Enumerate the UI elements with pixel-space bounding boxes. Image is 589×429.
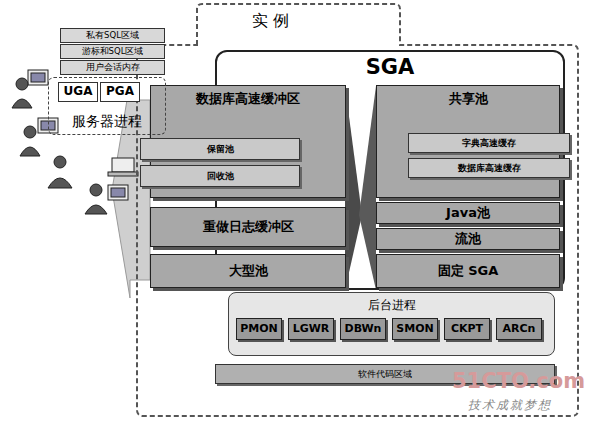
node-text: 数据库高速缓存 bbox=[458, 163, 521, 173]
node-text: ARCn bbox=[503, 323, 536, 336]
node-text: 软件代码区域 bbox=[358, 369, 412, 379]
memory-area: 私有SQL区域 bbox=[60, 28, 165, 43]
node-text: 服务器进程 bbox=[72, 113, 142, 129]
node-text: UGA bbox=[64, 85, 93, 99]
node-text: 共享池 bbox=[449, 92, 488, 107]
slogan: 技术成就梦想 bbox=[468, 397, 552, 414]
streams-pool: 流池 bbox=[376, 228, 560, 250]
shared-pool: 共享池字典高速缓存数据库高速缓存 bbox=[376, 85, 560, 198]
node-text: PMON bbox=[240, 323, 278, 336]
server-process: 服务器进程 UGA PGA bbox=[48, 77, 166, 135]
node-text: 回收池 bbox=[207, 171, 234, 181]
uga-box: UGA bbox=[58, 82, 98, 102]
node-text: Java池 bbox=[446, 206, 490, 221]
process-box: SMON bbox=[392, 318, 438, 340]
process-box: PMON bbox=[236, 318, 282, 340]
cache-box: 数据库高速缓存 bbox=[408, 158, 570, 178]
node-text: 保留池 bbox=[207, 144, 234, 154]
node-text: LGWR bbox=[293, 323, 330, 336]
watermark: 51CTO.com bbox=[452, 369, 585, 393]
node-text: 重做日志缓冲区 bbox=[203, 220, 294, 235]
node-text: SGA bbox=[366, 55, 415, 79]
process-box: DBWn bbox=[340, 318, 386, 340]
process-box: LGWR bbox=[288, 318, 334, 340]
memory-area: 游标和SQL区域 bbox=[60, 44, 165, 59]
sga-box: SGA数据库高速缓冲区保留池回收池重做日志缓冲区大型池共享池字典高速缓存数据库高… bbox=[215, 50, 565, 290]
memory-area: 用户会话内存 bbox=[60, 60, 165, 75]
node-text: 字典高速缓存 bbox=[462, 138, 516, 148]
node-text: 数据库高速缓冲区 bbox=[196, 92, 300, 107]
node-text: 后台进程 bbox=[368, 299, 416, 313]
node-text: SMON bbox=[396, 323, 433, 336]
process-box: CKPT bbox=[444, 318, 490, 340]
fixed-sga: 固定 SGA bbox=[376, 254, 560, 288]
instance-region: 实 例SGA数据库高速缓冲区保留池回收池重做日志缓冲区大型池共享池字典高速缓存数… bbox=[130, 2, 582, 420]
node-text: 私有SQL区域 bbox=[86, 31, 139, 41]
buffer-cache: 数据库高速缓冲区保留池回收池 bbox=[150, 85, 346, 198]
cache-box: 字典高速缓存 bbox=[408, 133, 570, 153]
pga-box: PGA bbox=[100, 82, 140, 102]
node-text: CKPT bbox=[451, 323, 483, 336]
java-pool: Java池 bbox=[376, 202, 560, 224]
large-pool: 大型池 bbox=[150, 254, 346, 288]
node-text: 固定 SGA bbox=[438, 264, 499, 279]
redo-buffer: 重做日志缓冲区 bbox=[150, 207, 346, 247]
pool-box: 保留池 bbox=[140, 138, 300, 160]
node-text: PGA bbox=[106, 85, 134, 99]
background-processes: 后台进程 PMON LGWR DBWn SMON CKPT ARCn bbox=[228, 292, 555, 356]
process-box: ARCn bbox=[496, 318, 542, 340]
node-text: 实 例 bbox=[252, 12, 289, 30]
node-text: DBWn bbox=[345, 323, 382, 336]
pool-box: 回收池 bbox=[140, 165, 300, 187]
node-text: 流池 bbox=[455, 232, 481, 247]
node-text: 用户会话内存 bbox=[86, 63, 140, 73]
node-text: 游标和SQL区域 bbox=[82, 47, 144, 57]
node-text: 大型池 bbox=[229, 264, 268, 279]
